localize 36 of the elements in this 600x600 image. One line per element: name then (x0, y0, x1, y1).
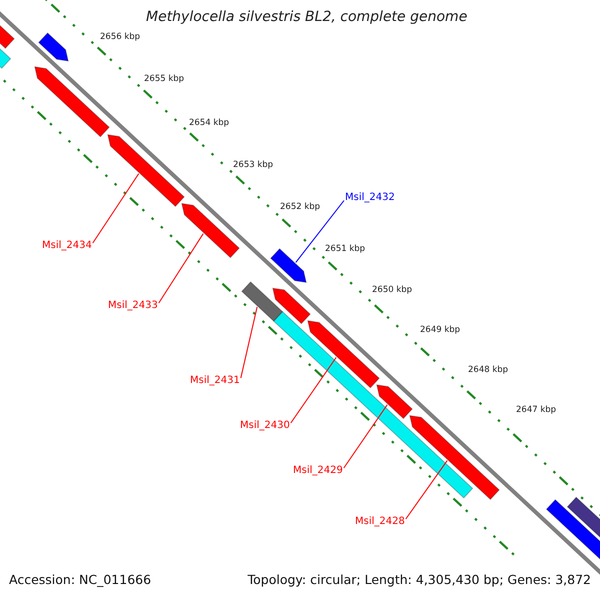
gene-label: Msil_2430 (240, 420, 290, 432)
scale-label: 2650 kbp (372, 286, 412, 296)
gene-feature (409, 415, 500, 500)
accession-text: Accession: NC_011666 (9, 573, 152, 588)
gene-feature (307, 320, 380, 388)
scale-label: 2655 kbp (144, 75, 184, 85)
scale-label: 2647 kbp (516, 406, 556, 416)
scale-label: 2649 kbp (420, 326, 460, 336)
leader-line (343, 404, 388, 468)
gene-feature (107, 134, 185, 208)
diagram-title: Methylocella silvestris BL2, complete genome (146, 9, 468, 26)
leader-line (405, 460, 448, 520)
gene-feature (241, 281, 284, 322)
leader-line (92, 173, 140, 244)
scale-label: 2656 kbp (100, 33, 140, 43)
scale-label: 2654 kbp (189, 119, 230, 129)
gene-label: Msil_2434 (42, 240, 92, 252)
gene-feature (270, 248, 307, 283)
gene-feature (376, 384, 413, 420)
scale-label: 2652 kbp (280, 203, 320, 213)
genome-info-text: Topology: circular; Length: 4,305,430 bp; Genes: 3,872 (248, 573, 591, 588)
gene-label: Msil_2432 (345, 192, 395, 204)
leader-line (158, 233, 204, 304)
leader-line (295, 200, 344, 263)
gene-feature (34, 66, 110, 138)
gene-label: Msil_2429 (293, 465, 343, 476)
gene-feature (272, 288, 311, 324)
gene-label: Msil_2428 (355, 516, 405, 528)
scale-label: 2651 kbp (325, 245, 366, 255)
gene-feature (38, 32, 69, 62)
gene-label: Msil_2431 (190, 375, 240, 386)
gene-feature (181, 202, 240, 258)
scale-label: 2653 kbp (233, 161, 274, 171)
leader-line (290, 356, 337, 424)
scale-label: 2648 kbp (468, 366, 508, 376)
gene-label: Msil_2433 (108, 300, 158, 312)
